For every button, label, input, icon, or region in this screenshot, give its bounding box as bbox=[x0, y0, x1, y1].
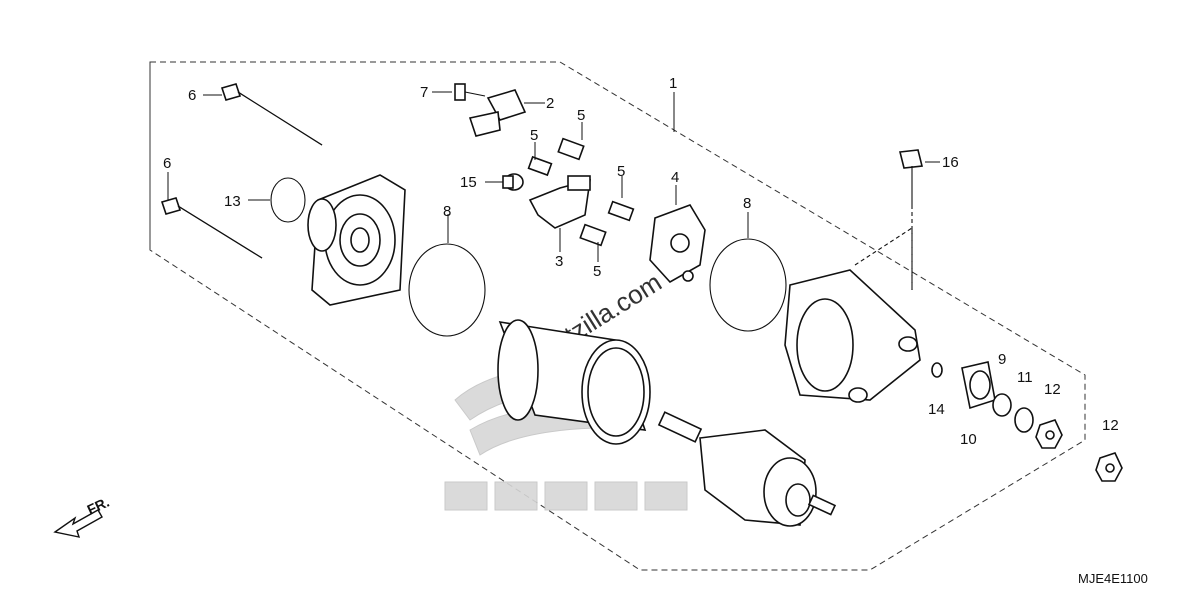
o-ring-small bbox=[270, 177, 306, 223]
screw-15 bbox=[502, 173, 524, 191]
callout-5-b: 5 bbox=[530, 127, 538, 144]
brush-holder bbox=[528, 175, 591, 229]
screw-7 bbox=[454, 83, 486, 101]
callouts: 1 2 3 4 5 5 5 5 6 6 7 8 8 9 10 11 12 12 … bbox=[163, 75, 1119, 448]
bolt-16 bbox=[854, 149, 923, 290]
assembly-boundary bbox=[149, 61, 1086, 571]
callout-5-a: 5 bbox=[577, 107, 585, 124]
brush-springs bbox=[527, 137, 635, 247]
armature bbox=[657, 411, 837, 527]
through-bolt-upper bbox=[220, 83, 323, 146]
callout-13: 13 bbox=[224, 193, 241, 210]
nut-12-b bbox=[1095, 452, 1123, 482]
callout-6-a: 6 bbox=[188, 87, 196, 104]
callout-8-a: 8 bbox=[443, 203, 451, 220]
callout-14: 14 bbox=[928, 401, 945, 418]
callout-7: 7 bbox=[420, 84, 428, 101]
callout-9: 9 bbox=[998, 351, 1006, 368]
front-direction-indicator: FR. bbox=[53, 494, 112, 538]
rear-cover bbox=[784, 269, 921, 403]
callout-5-d: 5 bbox=[593, 263, 601, 280]
callout-4: 4 bbox=[671, 169, 679, 186]
diagram-code: MJE4E1100 bbox=[1078, 571, 1148, 586]
callout-11: 11 bbox=[1017, 369, 1033, 386]
callout-12-a: 12 bbox=[1044, 381, 1061, 398]
insulator bbox=[649, 204, 706, 284]
washer-9 bbox=[992, 393, 1012, 417]
callout-16: 16 bbox=[942, 154, 959, 171]
callout-12-b: 12 bbox=[1102, 417, 1119, 434]
o-ring-large-right bbox=[709, 238, 787, 332]
yoke-housing bbox=[497, 319, 651, 445]
washer-11 bbox=[1014, 407, 1034, 433]
o-ring-large-left bbox=[408, 243, 486, 337]
callout-2: 2 bbox=[546, 95, 554, 112]
nut-12-a bbox=[1035, 419, 1063, 449]
washer-14 bbox=[931, 362, 943, 378]
front-cover bbox=[307, 174, 406, 306]
callout-10: 10 bbox=[960, 431, 977, 448]
callout-1: 1 bbox=[669, 75, 677, 92]
callout-6-b: 6 bbox=[163, 155, 171, 172]
callout-5-c: 5 bbox=[617, 163, 625, 180]
callout-3: 3 bbox=[555, 253, 563, 270]
front-direction-label: FR. bbox=[85, 494, 112, 518]
callout-leaders bbox=[167, 91, 940, 262]
bushing-10 bbox=[961, 361, 996, 410]
callout-8-b: 8 bbox=[743, 195, 751, 212]
brush-terminal bbox=[468, 89, 527, 137]
callout-15: 15 bbox=[460, 174, 477, 191]
through-bolt-lower bbox=[160, 197, 263, 259]
